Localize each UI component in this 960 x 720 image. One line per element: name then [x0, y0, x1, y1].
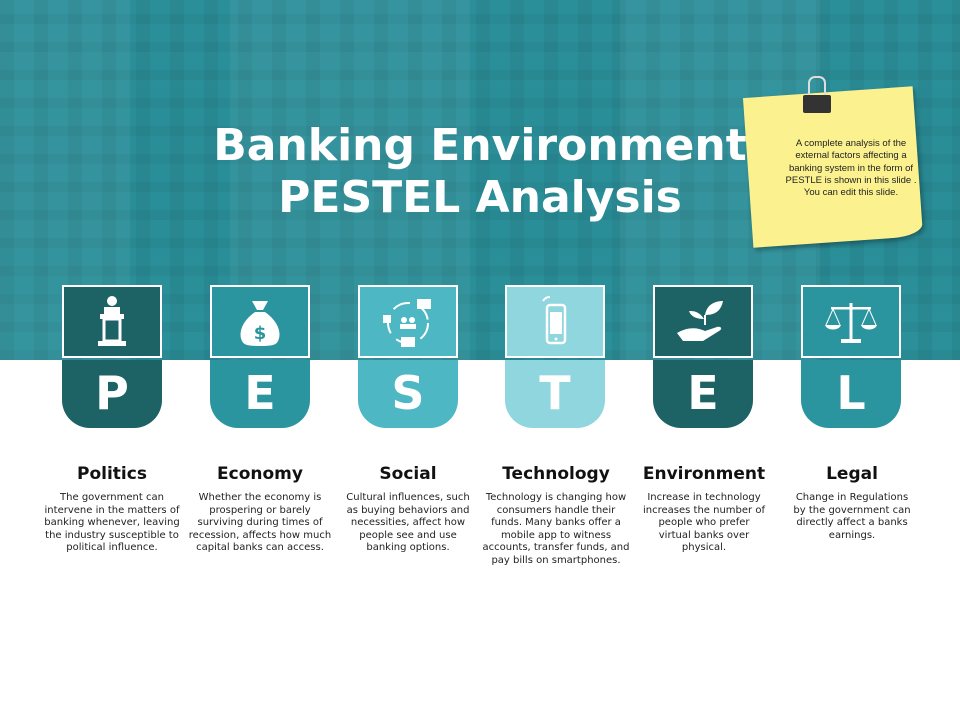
- column-title: Politics: [77, 464, 147, 484]
- letter-e: E: [653, 360, 753, 428]
- card-social: S: [358, 285, 458, 428]
- letter-e: E: [210, 360, 310, 428]
- column-legal: Legal Change in Regulations by the gover…: [777, 462, 927, 542]
- title-line-2: PESTEL Analysis: [278, 172, 682, 223]
- card-politics: P: [62, 285, 162, 428]
- page-title: Banking Environment PESTEL Analysis: [190, 120, 770, 224]
- column-description: Whether the economy is prospering or bar…: [188, 492, 332, 554]
- podium-speaker-icon: [62, 285, 162, 358]
- column-politics: Politics The government can intervene in…: [37, 462, 187, 555]
- smartphone-icon: [505, 285, 605, 358]
- svg-text:$: $: [254, 323, 267, 344]
- column-description: Technology is changing how consumers han…: [482, 492, 630, 566]
- column-description: Increase in technology increases the num…: [643, 492, 765, 554]
- column-description: Change in Regulations by the government …: [793, 492, 911, 541]
- card-environment: E: [653, 285, 753, 428]
- letter-s: S: [358, 360, 458, 428]
- column-title: Economy: [217, 464, 303, 484]
- column-title: Technology: [502, 464, 610, 484]
- binder-clip-body: [803, 95, 831, 113]
- letter-t: T: [505, 360, 605, 428]
- scales-icon: [801, 285, 901, 358]
- column-environment: Environment Increase in technology incre…: [629, 462, 779, 555]
- column-description: The government can intervene in the matt…: [44, 492, 180, 554]
- sticky-note-text: A complete analysis of the external fact…: [785, 138, 917, 199]
- card-legal: L: [801, 285, 901, 428]
- column-description: Cultural influences, such as buying beha…: [346, 492, 470, 554]
- letter-l: L: [801, 360, 901, 428]
- title-line-1: Banking Environment: [213, 120, 747, 171]
- social-network-icon: [358, 285, 458, 358]
- column-social: Social Cultural influences, such as buyi…: [333, 462, 483, 555]
- column-economy: Economy Whether the economy is prosperin…: [185, 462, 335, 555]
- card-technology: T: [505, 285, 605, 428]
- card-economy: $ E: [210, 285, 310, 428]
- column-technology: Technology Technology is changing how co…: [481, 462, 631, 568]
- column-title: Social: [379, 464, 437, 484]
- column-title: Legal: [826, 464, 878, 484]
- letter-p: P: [62, 360, 162, 428]
- hand-plant-icon: [653, 285, 753, 358]
- money-bag-icon: $: [210, 285, 310, 358]
- binder-clip-icon: [808, 76, 826, 100]
- column-title: Environment: [642, 464, 766, 484]
